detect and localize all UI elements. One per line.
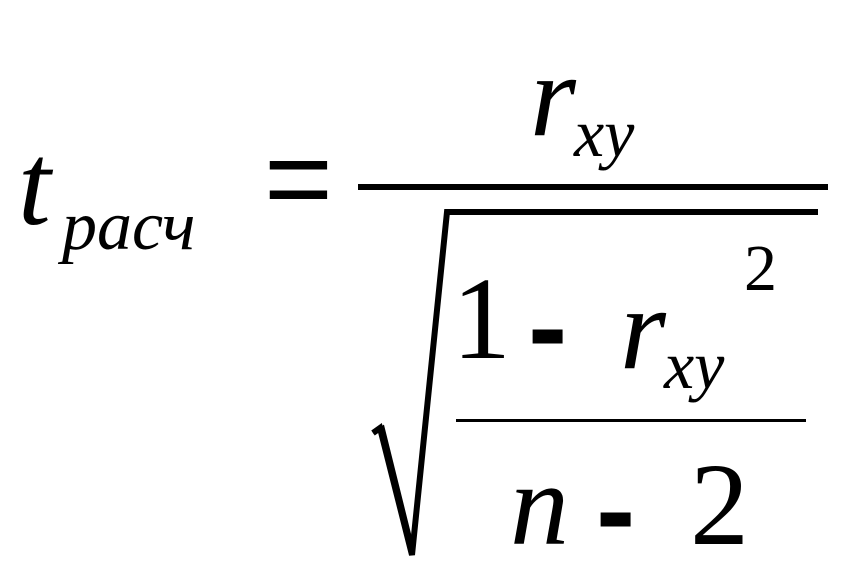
t-subscript: расч: [62, 188, 196, 265]
inner-fraction-bar: [456, 419, 806, 422]
inner-r-symbol: r: [620, 263, 666, 394]
inner-minus: -: [528, 261, 568, 393]
inner-denominator-minus: -: [596, 444, 636, 576]
inner-exponent: 2: [744, 232, 777, 305]
t-symbol: t: [18, 119, 51, 250]
numerator-r-symbol: r: [530, 30, 576, 161]
inner-denominator-two: 2: [690, 439, 749, 570]
inner-one: 1: [452, 253, 511, 384]
numerator-r-subscript: xy: [574, 95, 635, 171]
main-fraction-bar: [358, 184, 828, 190]
inner-n-symbol: n: [510, 439, 569, 570]
equals-sign: =: [264, 113, 333, 245]
inner-r-subscript: xy: [664, 327, 725, 403]
